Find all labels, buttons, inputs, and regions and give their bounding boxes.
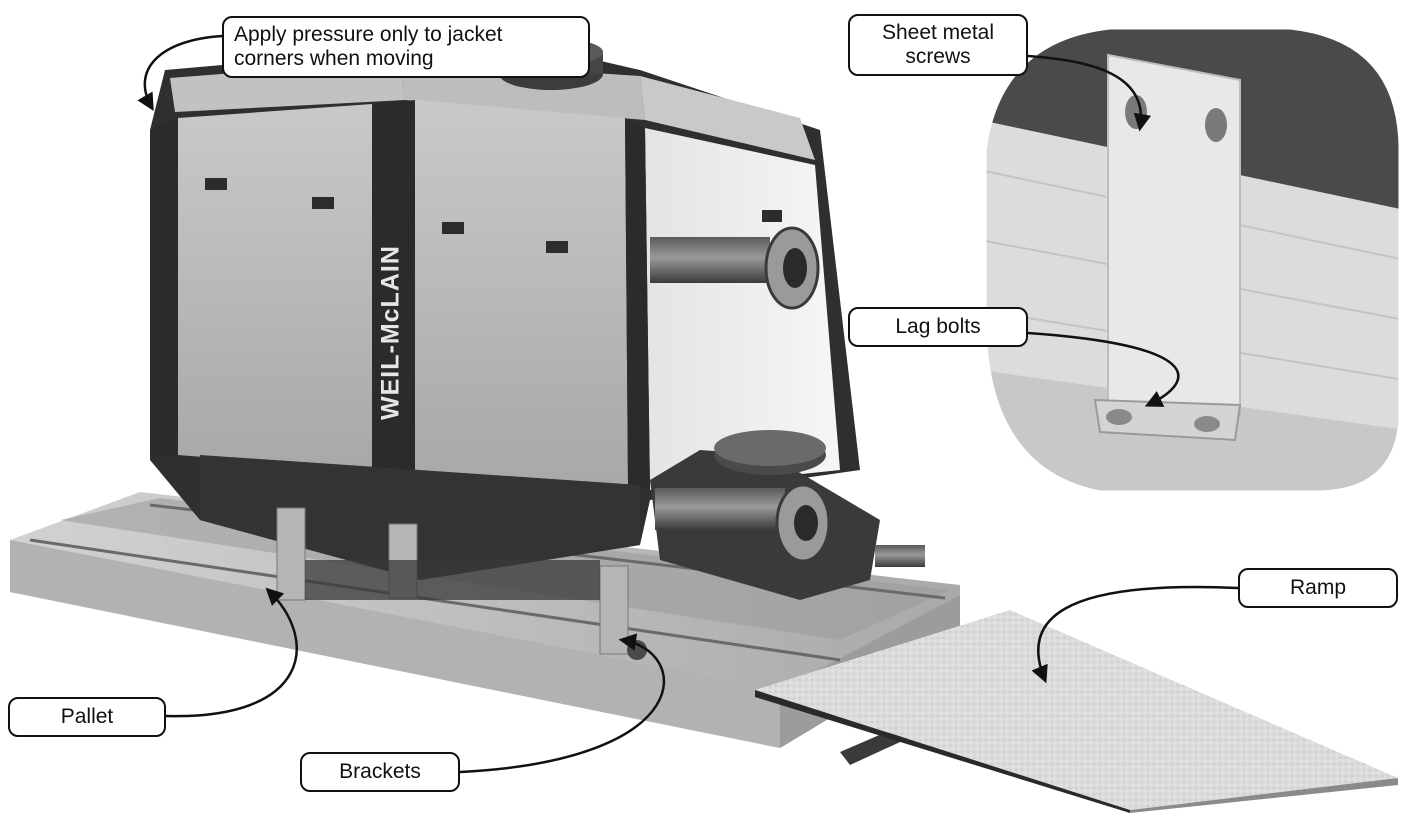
brand-logo: WEIL-McLAIN — [376, 245, 405, 420]
callout-ramp: Ramp — [1238, 568, 1398, 608]
arrow-lag-bolts — [1027, 331, 1180, 407]
callout-sheet-line1: Sheet metal — [881, 20, 995, 44]
ramp — [755, 610, 1398, 813]
arrow-sheet-metal — [1027, 54, 1151, 132]
arrow-ramp — [1031, 585, 1239, 684]
callout-ramp-label: Ramp — [1289, 575, 1347, 599]
arrow-pallet — [165, 587, 298, 718]
callout-brackets: Brackets — [300, 752, 460, 792]
callout-sheet-metal-screws: Sheet metal screws — [848, 14, 1028, 76]
callout-pressure: Apply pressure only to jacket corners wh… — [222, 16, 590, 78]
callout-arrows — [137, 34, 1239, 774]
boiler-piping — [650, 226, 925, 600]
detail-inset — [985, 28, 1400, 492]
arrow-pressure — [137, 34, 223, 112]
callout-lag-bolts: Lag bolts — [848, 307, 1028, 347]
boiler — [150, 38, 860, 580]
detail-inset-outline — [983, 26, 1402, 494]
callout-brackets-label: Brackets — [339, 759, 421, 783]
callout-sheet-line2: screws — [905, 45, 971, 68]
callout-pressure-line1: Apply pressure only to jacket — [234, 22, 503, 46]
callout-pressure-line2: corners when moving — [234, 47, 434, 70]
callout-lag-bolts-label: Lag bolts — [895, 314, 981, 338]
brackets — [276, 507, 647, 660]
callout-pallet-label: Pallet — [60, 704, 114, 728]
callout-pallet: Pallet — [8, 697, 166, 737]
arrow-brackets — [459, 633, 666, 774]
